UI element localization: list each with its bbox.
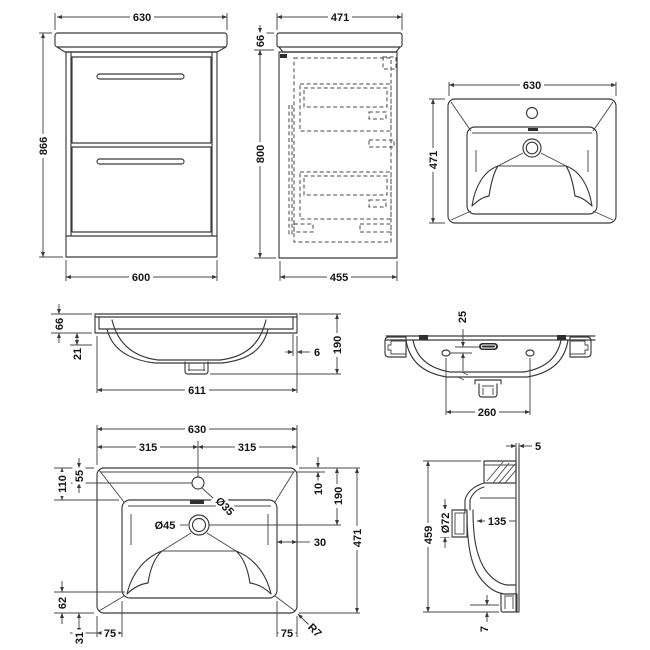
overflow-slot-mark-detail — [190, 500, 204, 504]
svg-text:62: 62 — [57, 597, 69, 609]
dim-section-apron-drop: 21 — [70, 345, 84, 363]
svg-text:800: 800 — [255, 145, 267, 163]
dim-detail-rim-width: 30 — [311, 535, 329, 549]
dim-sideview-height: 459 — [421, 523, 435, 547]
svg-text:110: 110 — [57, 475, 69, 493]
svg-text:25: 25 — [457, 311, 469, 323]
svg-text:7: 7 — [479, 626, 491, 632]
svg-text:21: 21 — [72, 348, 84, 360]
dim-detail-tap-setback: 55 — [72, 467, 86, 485]
dim-detail-deck-edge: 10 — [311, 480, 325, 498]
svg-text:459: 459 — [423, 526, 435, 544]
svg-text:471: 471 — [331, 12, 349, 24]
basin-plan-detail-view: 630 315 315 110 55 Ø35 Ø45 10 190 30 471… — [54, 422, 364, 647]
dim-basin-plan-depth: 471 — [426, 148, 440, 172]
dim-detail-bowl-to-front: 62 — [55, 594, 69, 612]
dim-detail-tap-left: 315 — [136, 440, 160, 454]
dim-detail-tap-right: 315 — [235, 440, 259, 454]
svg-text:5: 5 — [535, 441, 541, 453]
dim-side-depth-top: 471 — [328, 10, 352, 24]
svg-text:Ø72: Ø72 — [440, 513, 452, 534]
dim-detail-side-right: 75 — [278, 626, 296, 640]
dim-detail-side-left: 75 — [101, 626, 119, 640]
svg-text:66: 66 — [255, 35, 267, 47]
dim-detail-front-edge: 31 — [72, 629, 86, 647]
dim-overflow-offset: 25 — [455, 308, 469, 326]
basin-underside-view: 25 260 — [384, 308, 596, 419]
dim-sideview-depth-internal: 135 — [485, 514, 509, 528]
dim-detail-bowl-inset: 110 — [55, 472, 69, 496]
waste-hole-inner — [525, 141, 539, 155]
svg-text:455: 455 — [330, 272, 348, 284]
svg-text:10: 10 — [313, 483, 325, 495]
dim-basin-plan-width: 630 — [520, 78, 544, 92]
basin-front-section-view: 66 21 611 6 190 — [51, 304, 344, 397]
dim-detail-width: 630 — [185, 422, 209, 436]
waste-hole-outer — [522, 138, 542, 158]
svg-text:Ø45: Ø45 — [155, 520, 176, 532]
svg-text:630: 630 — [523, 80, 541, 92]
dim-sideview-outlet-depth: 7 — [477, 623, 491, 635]
dim-section-rim-height: 66 — [52, 315, 66, 333]
svg-text:30: 30 — [314, 537, 326, 549]
svg-text:471: 471 — [352, 529, 364, 547]
dim-vanity-width-bottom: 600 — [129, 270, 153, 284]
dim-detail-depth: 471 — [350, 526, 364, 550]
dim-side-basin-height: 66 — [253, 32, 267, 50]
dim-section-inner-width: 611 — [185, 383, 209, 397]
svg-text:600: 600 — [132, 272, 150, 284]
dim-sideview-overflow-dia: Ø72 — [438, 509, 452, 537]
svg-text:190: 190 — [333, 487, 345, 505]
svg-text:315: 315 — [238, 442, 256, 454]
vanity-side-view: 471 66 800 455 — [253, 10, 403, 284]
dim-detail-waste-dia: Ø45 — [151, 518, 179, 532]
svg-text:630: 630 — [133, 12, 151, 24]
dim-fixing-centres: 260 — [475, 405, 499, 419]
svg-text:611: 611 — [188, 385, 206, 397]
dim-side-depth-bottom: 455 — [327, 270, 351, 284]
svg-text:190: 190 — [332, 336, 344, 354]
dim-side-cabinet-height: 800 — [253, 142, 267, 166]
dim-section-total-height: 190 — [330, 333, 344, 357]
svg-text:471: 471 — [428, 151, 440, 169]
svg-text:75: 75 — [104, 628, 116, 640]
basin-plan-view: 630 471 — [426, 78, 617, 224]
fixing-hole-left — [441, 349, 451, 357]
basin-side-section-view: 5 459 Ø72 135 7 — [421, 439, 544, 635]
svg-text:66: 66 — [54, 318, 66, 330]
svg-text:135: 135 — [488, 516, 506, 528]
dim-vanity-width-top: 630 — [130, 10, 154, 24]
svg-text:315: 315 — [139, 442, 157, 454]
svg-text:630: 630 — [188, 424, 206, 436]
svg-text:55: 55 — [74, 470, 86, 482]
svg-text:75: 75 — [281, 628, 293, 640]
dim-detail-waste-setback: 190 — [331, 484, 345, 508]
dim-sideview-wall: 5 — [532, 439, 544, 453]
fixing-hole-right — [525, 349, 535, 357]
svg-text:31: 31 — [74, 632, 86, 644]
svg-text:6: 6 — [314, 347, 320, 359]
side-handle-mark — [280, 54, 287, 58]
svg-text:260: 260 — [478, 407, 496, 419]
dim-section-wall: 6 — [311, 345, 323, 359]
vanity-front-view: 630 866 600 — [36, 10, 228, 284]
waste-hole-detail-inner — [191, 517, 207, 533]
dim-vanity-height: 866 — [36, 134, 50, 158]
tap-hole — [525, 106, 539, 120]
tap-hole-detail — [191, 476, 205, 490]
svg-text:866: 866 — [38, 137, 50, 155]
